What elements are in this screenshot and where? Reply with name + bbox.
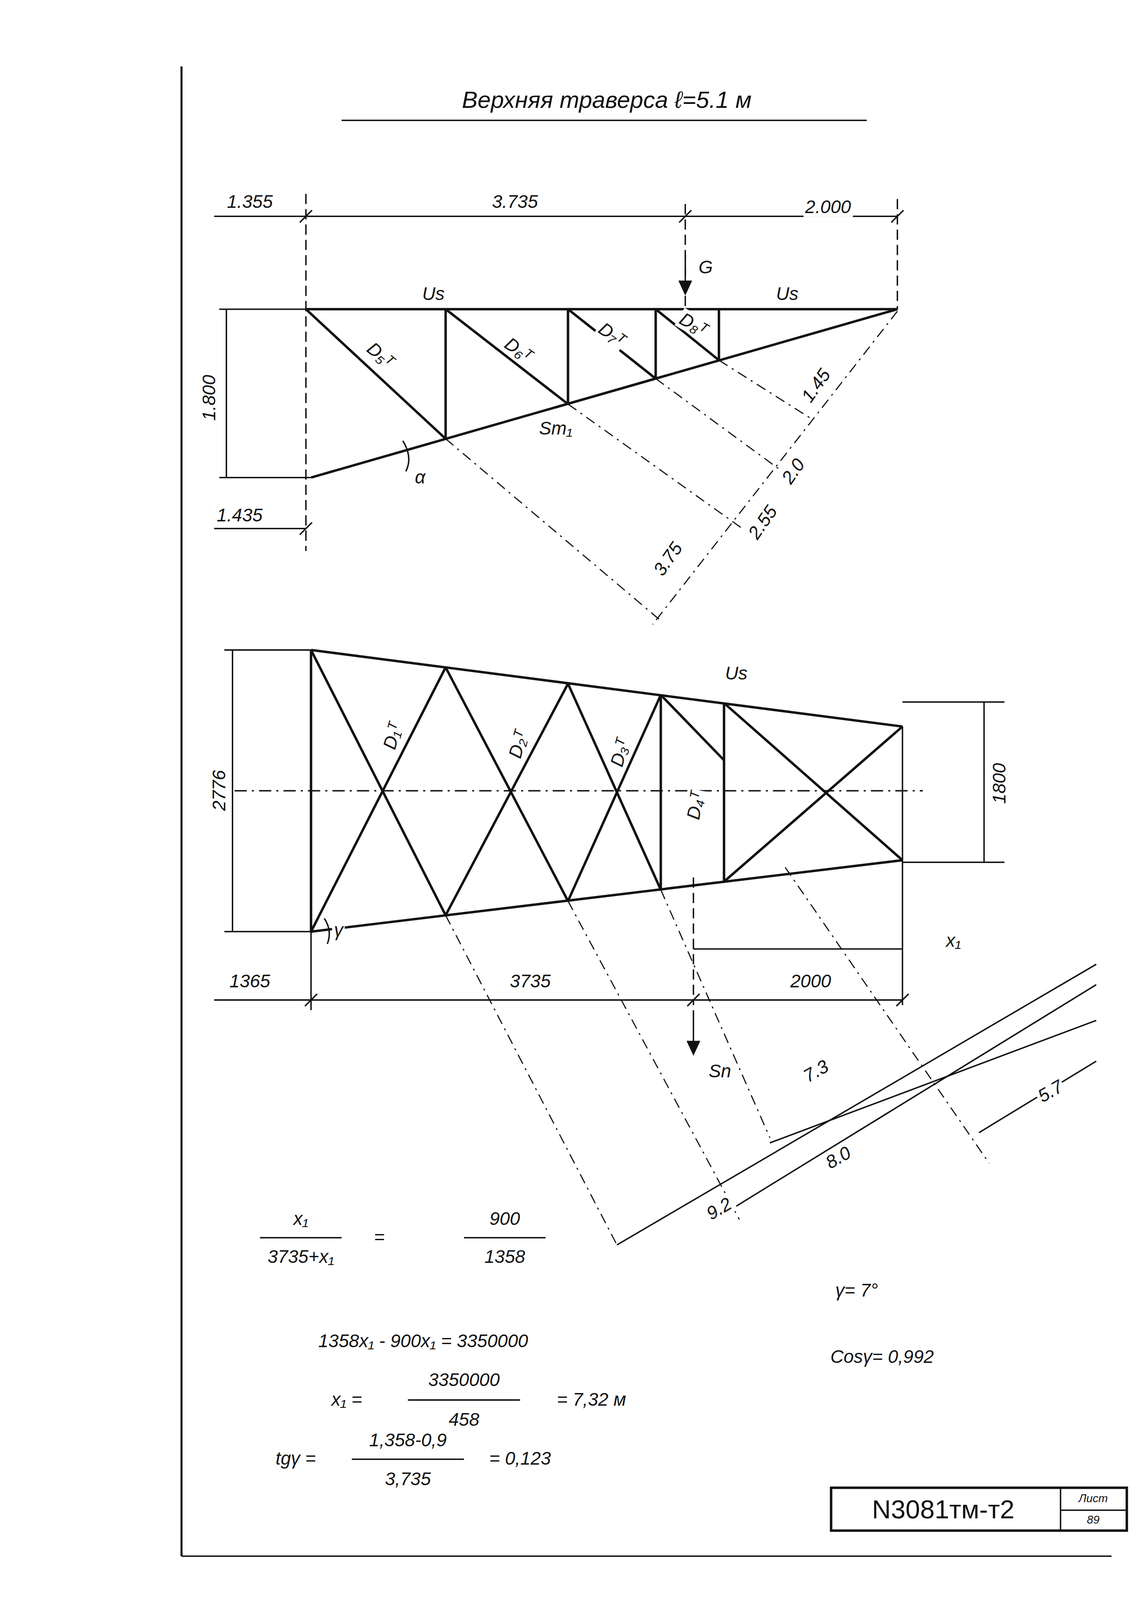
dimension-label: 5.7 <box>1032 1075 1069 1108</box>
dimension-label: 3.75 <box>648 537 688 581</box>
dimension-label: 3.735 <box>490 191 540 212</box>
formula-text: 900 <box>487 1208 522 1229</box>
dimension-label: 8.0 <box>820 1141 857 1174</box>
dimension-label: 1.800 <box>199 372 220 423</box>
formula-text: 1358x₁ - 900x₁ = 3350000 <box>316 1330 531 1351</box>
dimension-label: 2.55 <box>743 500 782 544</box>
dimension-label: Us <box>774 283 801 304</box>
formula-text: x₁ <box>291 1208 310 1229</box>
dimension-label: D₄ᵀ <box>682 788 709 823</box>
stamp-text: N3081тм-т2 <box>870 1494 1016 1524</box>
formula-text: = 7,32 м <box>555 1389 628 1410</box>
dimension-label: D₈ᵀ <box>674 307 713 341</box>
formula-text: 1,358-0,9 <box>367 1429 449 1450</box>
formula-text: = 0,123 <box>487 1448 553 1469</box>
dimension-label: D₁ᵀ <box>378 719 407 754</box>
drawing-title: Верхняя траверса ℓ=5.1 м <box>461 86 752 113</box>
formula-text: 3350000 <box>426 1369 502 1390</box>
formula-text: 3,735 <box>383 1468 433 1489</box>
dimension-label: γ <box>332 919 345 940</box>
formula-text: = <box>372 1226 387 1247</box>
dimension-label: 1800 <box>989 760 1010 806</box>
dimension-label: Us <box>420 283 447 304</box>
dimension-label: Sт₁ <box>537 418 575 439</box>
dimension-label: Sn <box>706 1060 733 1081</box>
dimension-label: 9.2 <box>701 1192 737 1225</box>
dimension-label: 2000 <box>788 970 833 992</box>
dimension-label: D₇ᵀ <box>593 317 631 352</box>
dimension-label: 1.435 <box>214 504 265 525</box>
dimension-label: 1.45 <box>796 363 836 408</box>
stamp-text: Лист <box>1078 1491 1108 1505</box>
dimension-label: Us <box>723 662 750 683</box>
formula-text: 458 <box>447 1409 482 1430</box>
dimension-label: 2.000 <box>803 196 853 217</box>
dimension-label: D₂ᵀ <box>504 726 532 763</box>
dimension-label: 1365 <box>227 970 272 992</box>
dimension-label: 2776 <box>209 767 230 813</box>
formula-text: 3735+x₁ <box>265 1246 336 1267</box>
dimension-label: 3735 <box>508 970 553 992</box>
dimension-label: G <box>696 257 715 278</box>
dimension-label: 1.355 <box>225 191 275 212</box>
stamp-text: 89 <box>1086 1513 1100 1526</box>
dimension-label: 7.3 <box>798 1054 834 1087</box>
dimension-label: α <box>413 467 427 488</box>
dimension-label: D₆ᵀ <box>499 332 537 368</box>
formula-text: tgγ = <box>273 1448 318 1469</box>
formula-text: γ= 7° <box>833 1280 880 1301</box>
formula-text: 1358 <box>482 1246 527 1267</box>
formula-text: Cosγ= 0,992 <box>828 1345 936 1367</box>
dimension-label: x₁ <box>944 929 963 951</box>
formula-text: x₁ = <box>329 1389 364 1410</box>
